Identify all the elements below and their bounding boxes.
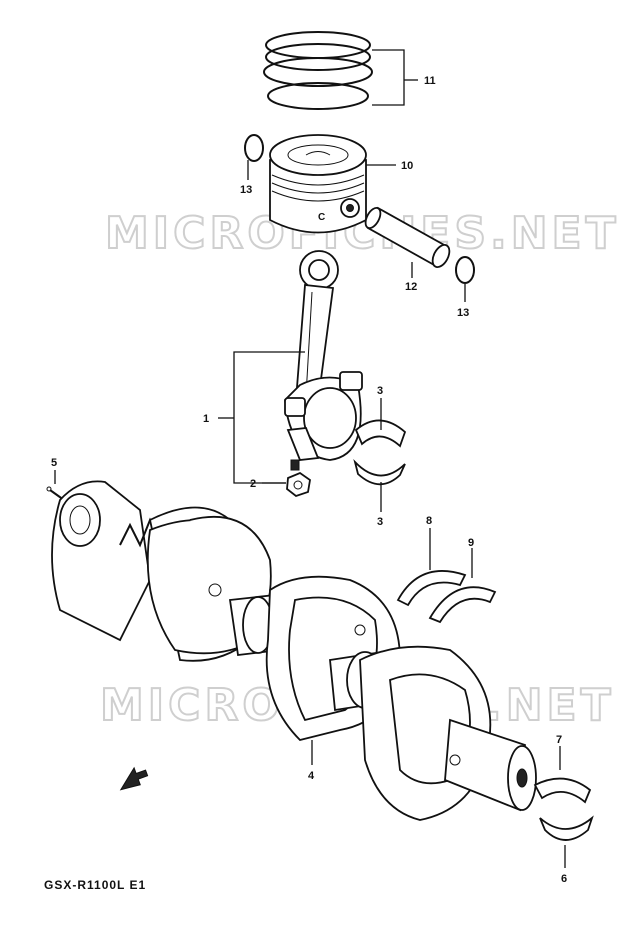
crank-bearing-upper (533, 777, 592, 804)
callout-8: 8 (426, 515, 432, 527)
callout-3-bottom: 3 (377, 516, 383, 528)
connecting-rod (284, 250, 363, 471)
crankshaft (51, 480, 537, 821)
callout-5: 5 (51, 457, 57, 469)
circlip-right (455, 256, 475, 284)
thrust-bearing-9 (428, 586, 497, 624)
callout-13-left: 13 (240, 184, 252, 196)
conrod-bearing-upper (354, 419, 407, 448)
callout-4: 4 (308, 770, 315, 782)
callout-9: 9 (468, 537, 474, 549)
callout-1: 1 (203, 413, 209, 425)
callout-10: 10 (401, 160, 413, 172)
piston: C (269, 134, 367, 234)
callout-12: 12 (405, 281, 417, 293)
callout-11: 11 (424, 75, 436, 87)
svg-text:C: C (318, 212, 325, 223)
model-code: GSX-R1100L E1 (44, 878, 146, 892)
front-arrow-icon (119, 766, 149, 791)
callout-2: 2 (250, 478, 256, 490)
callout-13-right: 13 (457, 307, 469, 319)
callout-3-top: 3 (377, 385, 383, 397)
leader-lines (54, 49, 566, 868)
callout-7: 7 (556, 734, 562, 746)
crank-bearing-lower (539, 815, 594, 841)
piston-rings (263, 31, 373, 110)
conrod-bearing-lower (353, 458, 406, 486)
circlip-left (244, 134, 264, 162)
thrust-bearing-8 (396, 570, 467, 607)
callout-6: 6 (561, 873, 567, 885)
piston-pin (364, 206, 451, 268)
conrod-nut (286, 471, 311, 498)
